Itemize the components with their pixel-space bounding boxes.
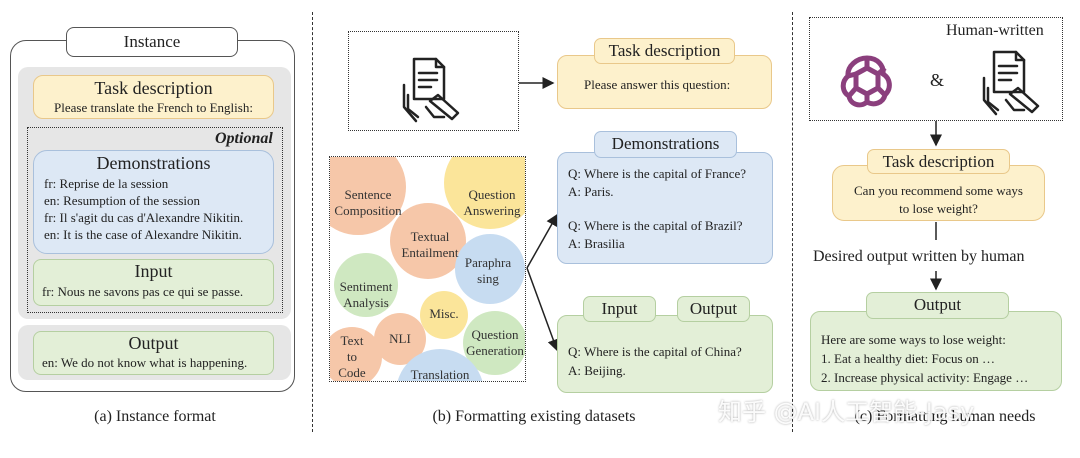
bubble-label: Paraphra <box>465 255 511 270</box>
task-description-title: Task description <box>94 78 213 98</box>
bubble-label: Composition <box>334 203 402 218</box>
input-box: Input fr: Nous ne savons pas ce qui se p… <box>33 259 274 306</box>
demonstrations-tag-b: Demonstrations <box>594 131 737 158</box>
watermark: 知乎 @AI人工智能-Jasy <box>718 398 975 426</box>
io-line-b: A: Beijing. <box>568 363 626 378</box>
human-writing-icon-c <box>982 50 1040 116</box>
output-line-c: 2. Increase physical activity: Engage … <box>821 370 1029 385</box>
ampersand: & <box>930 70 945 90</box>
bubble-label: Sentiment <box>340 279 393 294</box>
caption-a: (a) Instance format <box>94 408 216 425</box>
output-line-c: 1. Eat a healthy diet: Focus on … <box>821 351 996 366</box>
demo-line-b: Q: Where is the capital of France? <box>568 166 747 181</box>
task-description-line-c: Can you recommend some ways <box>854 183 1023 198</box>
bubble-label: Text <box>341 333 364 348</box>
output-text: en: We do not know what is happening. <box>42 355 248 370</box>
bubble-label: to <box>347 349 357 364</box>
task-description-tag-c: Task description <box>867 149 1010 174</box>
human-written-frame <box>809 17 1063 121</box>
bubble-label: Misc. <box>429 306 458 321</box>
task-description-box-b: Please answer this question: <box>557 55 772 109</box>
bubble-label: Question <box>469 187 516 202</box>
output-box-c: Here are some ways to lose weight: 1. Ea… <box>810 311 1062 391</box>
output-title: Output <box>128 333 179 353</box>
task-description-box: Task description Please translate the Fr… <box>33 75 274 119</box>
demo-line: fr: Il s'agit du cas d'Alexandre Nikitin… <box>44 210 244 225</box>
bubble-label: Entailment <box>401 245 458 260</box>
bubble-label: NLI <box>389 331 411 346</box>
dataset-cloud-frame: Sentence Composition Question Answering … <box>329 156 526 382</box>
bubble-label: Generation <box>466 343 524 358</box>
demonstrations-box-b: Q: Where is the capital of France? A: Pa… <box>557 152 773 264</box>
caption-c: (c) Formatting human needs <box>854 408 1036 425</box>
task-description-text-b: Please answer this question: <box>584 77 731 92</box>
bubble-label: Answering <box>463 203 521 218</box>
demo-line-b: A: Brasilia <box>568 236 625 251</box>
demo-line: en: It is the case of Alexandre Nikitin. <box>44 227 242 242</box>
human-annotator-frame <box>348 31 519 131</box>
io-line-b: Q: Where is the capital of China? <box>568 344 742 359</box>
output-line-c: Here are some ways to lose weight: <box>821 332 1006 347</box>
bubble-label: Code <box>338 365 366 380</box>
bubble-label: Analysis <box>343 295 389 310</box>
task-description-tag-b: Task description <box>594 38 735 64</box>
openai-logo-icon <box>840 55 892 108</box>
instance-label: Instance <box>66 27 238 57</box>
input-text: fr: Nous ne savons pas ce qui se passe. <box>42 284 244 299</box>
demo-line-b: A: Paris. <box>568 184 614 199</box>
output-tag-c: Output <box>866 292 1009 319</box>
optional-label: Optional <box>215 130 273 147</box>
task-description-box-c: Can you recommend some ways to lose weig… <box>832 165 1045 221</box>
bubble-label: Question <box>472 327 519 342</box>
demonstrations-box: Demonstrations fr: Reprise de la session… <box>33 150 274 254</box>
caption-b: (b) Formatting existing datasets <box>432 408 636 425</box>
bubble-label: sing <box>477 271 499 286</box>
bubble-label: Translation <box>411 367 470 382</box>
bubble-label: Sentence <box>345 187 392 202</box>
demo-line: en: Resumption of the session <box>44 193 200 208</box>
desired-output-label: Desired output written by human <box>813 248 1025 265</box>
task-description-text: Please translate the French to English: <box>54 100 253 115</box>
input-title: Input <box>134 261 173 281</box>
human-writing-icon <box>402 57 460 123</box>
demo-line: fr: Reprise de la session <box>44 176 169 191</box>
input-output-box-b: Q: Where is the capital of China? A: Bei… <box>557 315 773 393</box>
separator-right <box>792 12 793 432</box>
human-written-label: Human-written <box>946 22 1044 39</box>
output-tag-b: Output <box>677 296 750 322</box>
dataset-bubbles: Sentence Composition Question Answering … <box>330 157 525 382</box>
demonstrations-title: Demonstrations <box>96 153 211 173</box>
demo-line-b: Q: Where is the capital of Brazil? <box>568 218 743 233</box>
input-tag-b: Input <box>583 296 656 322</box>
separator-left <box>312 12 313 432</box>
task-description-line-c: to lose weight? <box>899 201 978 216</box>
optional-frame <box>27 127 283 313</box>
bubble-label: Textual <box>411 229 450 244</box>
output-box: Output en: We do not know what is happen… <box>33 331 274 375</box>
